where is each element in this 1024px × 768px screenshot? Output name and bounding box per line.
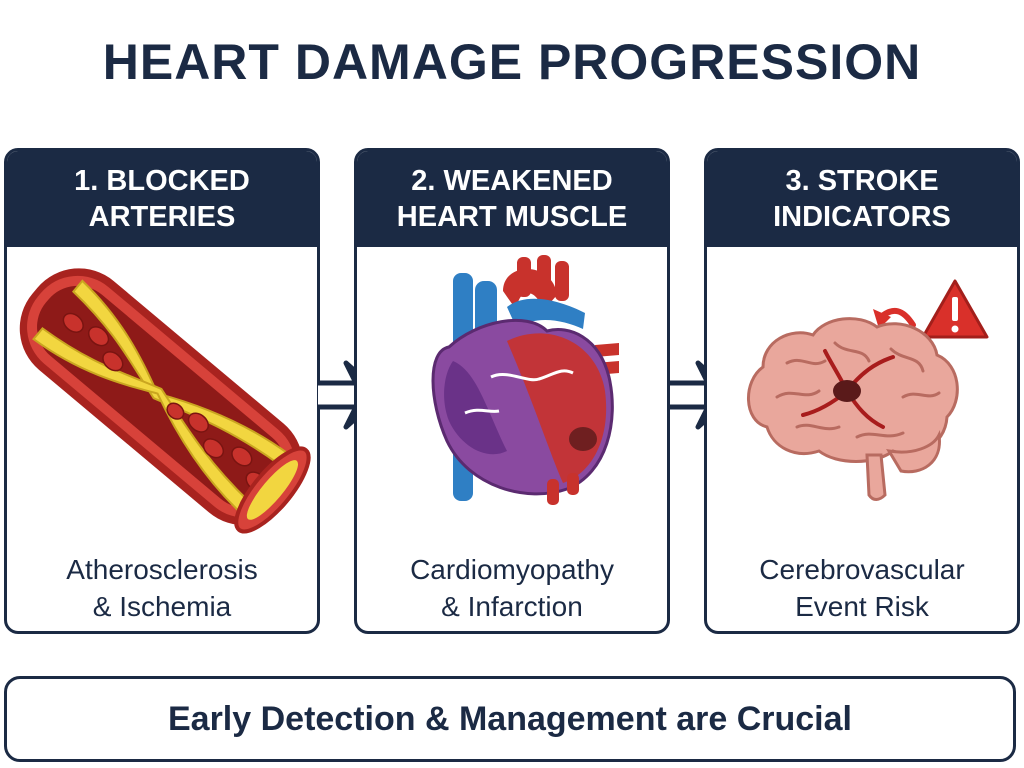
stage-heading-line: HEART MUSCLE xyxy=(396,201,628,233)
brain-icon xyxy=(747,279,989,501)
caption-line: Cardiomyopathy xyxy=(410,554,614,585)
stage-card-stroke-indicators: 3. STROKE INDICATORS xyxy=(704,148,1020,634)
caption-line: & Ischemia xyxy=(92,591,232,622)
caption-line: Atherosclerosis xyxy=(66,554,258,585)
stage-caption: Cardiomyopathy & Infarction xyxy=(357,551,667,625)
stage-caption: Atherosclerosis & Ischemia xyxy=(7,551,317,625)
stage-heading-line: 3. STROKE xyxy=(785,165,939,197)
stage-heading-line: INDICATORS xyxy=(773,201,951,233)
stage-heading-line: 1. BLOCKED xyxy=(74,165,250,197)
warning-icon xyxy=(921,279,989,339)
stage-header: 2. WEAKENED HEART MUSCLE xyxy=(357,151,667,247)
page-title: HEART DAMAGE PROGRESSION xyxy=(102,34,922,90)
stage-header: 3. STROKE INDICATORS xyxy=(707,151,1017,247)
stage-caption: Cerebrovascular Event Risk xyxy=(707,551,1017,625)
heart-icon xyxy=(431,255,619,505)
caption-line: Cerebrovascular xyxy=(759,554,965,585)
stage-card-blocked-arteries: 1. BLOCKED ARTERIES Atherosc xyxy=(4,148,320,634)
caption-line: & Infarction xyxy=(441,591,583,622)
stage-header: 1. BLOCKED ARTERIES xyxy=(7,151,317,247)
stage-heading-line: 2. WEAKENED xyxy=(411,165,613,197)
footer-banner: Early Detection & Management are Crucial xyxy=(4,676,1016,762)
blocked-artery-icon xyxy=(19,268,311,534)
stage-heading-line: ARTERIES xyxy=(88,201,236,233)
caption-line: Event Risk xyxy=(795,591,929,622)
stage-card-weakened-heart: 2. WEAKENED HEART MUSCLE Cardiomyopathy … xyxy=(354,148,670,634)
